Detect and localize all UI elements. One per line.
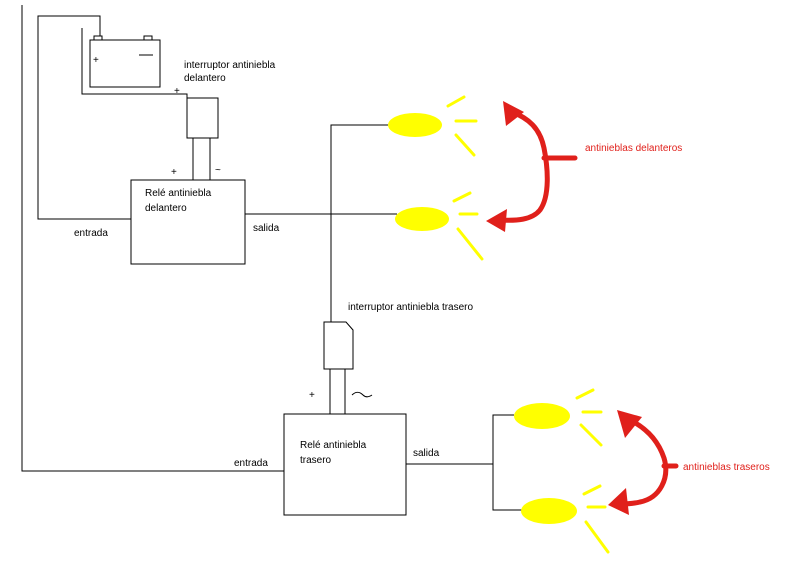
wire-front-lamps-bus	[330, 124, 388, 322]
front-switch-label-2: delantero	[184, 73, 226, 84]
red-arrow-icon-front	[486, 101, 578, 232]
fog-lamp-icon-rear-2	[521, 484, 610, 554]
front-switch-label-1: interruptor antiniebla	[184, 60, 276, 71]
front-switch-plus: +	[171, 167, 177, 178]
rear-switch-label: interruptor antiniebla trasero	[348, 302, 474, 313]
wire-battery-to-rear-relay-entrada	[21, 5, 284, 472]
battery-icon: +	[89, 35, 161, 88]
rear-switch-plus: +	[309, 390, 315, 401]
rear-relay-entrada: entrada	[234, 458, 268, 469]
rear-relay-label-1: Relé antiniebla	[300, 440, 367, 451]
svg-text:+: +	[174, 86, 180, 97]
front-switch-tilde: ~	[215, 165, 221, 176]
rear-switch-icon: +	[309, 321, 373, 414]
fog-lamp-icon-rear-1	[514, 388, 603, 447]
wire-battery-to-front-switch	[81, 28, 188, 98]
red-arrow-icon-rear	[608, 410, 679, 515]
rear-relay-label-2: trasero	[300, 455, 332, 466]
wire-rear-lamps-bus	[492, 414, 523, 511]
wire-battery-to-front-relay-entrada	[37, 15, 131, 220]
front-relay-box	[130, 179, 246, 265]
battery-plus-sign: +	[93, 55, 99, 66]
front-relay-label-2: delantero	[145, 203, 187, 214]
fog-lamp-icon-front-2	[395, 191, 484, 261]
front-switch-icon: + + ~	[171, 86, 221, 180]
rear-relay-salida: salida	[413, 448, 440, 459]
front-relay-label-1: Relé antiniebla	[145, 188, 212, 199]
front-fog-label: antinieblas delanteros	[585, 143, 682, 154]
front-relay-salida: salida	[253, 223, 280, 234]
rear-fog-label: antinieblas traseros	[683, 462, 770, 473]
fog-lamp-icon-front-1	[388, 95, 478, 157]
front-relay-entrada: entrada	[74, 228, 108, 239]
rear-relay-box	[283, 413, 407, 516]
